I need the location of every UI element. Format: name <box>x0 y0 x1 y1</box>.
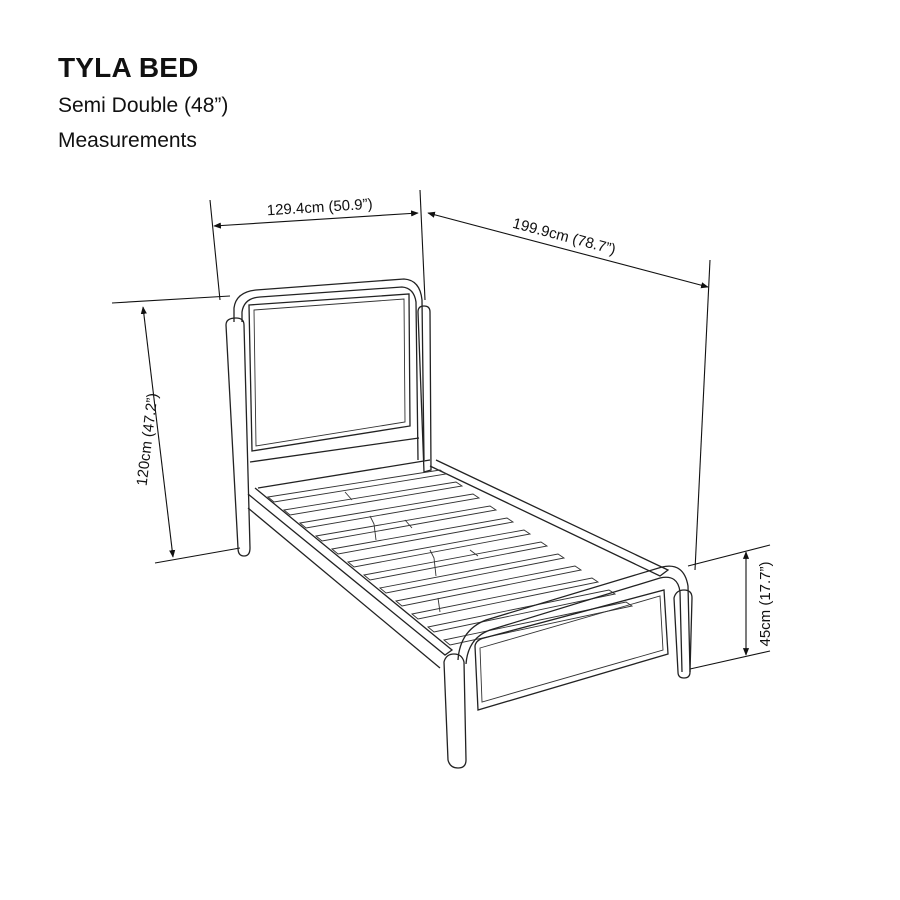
bed-size: Semi Double (48”) <box>58 94 229 117</box>
width-dimension: 129.4cm (50.9”) <box>209 189 426 301</box>
product-title: TYLA BED <box>58 52 199 83</box>
foot-post-right <box>673 589 693 679</box>
height-dimension: 120cm (47.2”) <box>111 295 241 564</box>
footboard-frame <box>457 565 691 673</box>
bed-illustration <box>225 278 693 769</box>
head-post-left <box>225 317 251 557</box>
side-rail-left <box>247 487 454 656</box>
slats <box>266 469 634 646</box>
height-label: 120cm (47.2”) <box>134 392 162 487</box>
measurements-heading: Measurements <box>58 129 197 152</box>
side-rail-right <box>429 459 670 577</box>
footboard-panel <box>474 589 669 711</box>
frame-height-dimension: 45cm (17.7”) <box>687 544 774 670</box>
head-post-right <box>417 305 432 473</box>
headboard-frame <box>233 278 425 461</box>
length-label: 199.9cm (78.7”) <box>511 215 618 258</box>
width-label: 129.4cm (50.9”) <box>266 196 373 220</box>
headboard-panel <box>248 293 411 452</box>
length-dimension: 199.9cm (78.7”) <box>427 211 711 571</box>
frame-height-label: 45cm (17.7”) <box>757 561 774 646</box>
centre-support <box>369 515 441 613</box>
foot-post-left <box>443 653 467 769</box>
